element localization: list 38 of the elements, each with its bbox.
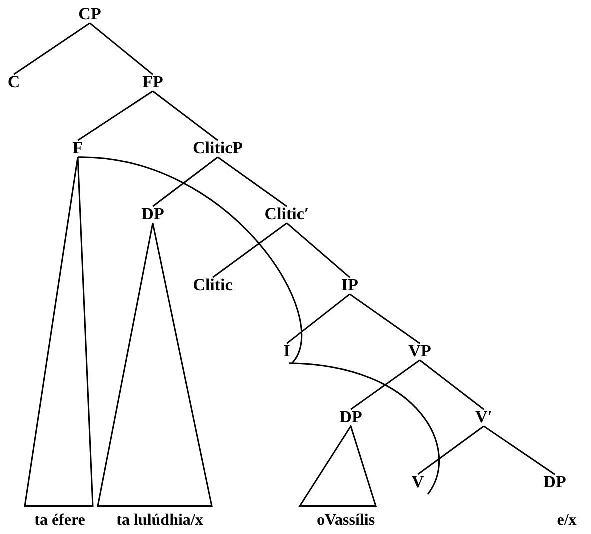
- triangle-outline: [24, 156, 94, 507]
- branch-line: [78, 90, 154, 142]
- branch-line: [420, 360, 484, 410]
- category-label: V: [412, 474, 424, 492]
- branch-line: [350, 294, 420, 344]
- branch-line: [218, 156, 288, 208]
- triangle-outline: [298, 424, 378, 507]
- category-label: DP: [142, 206, 164, 224]
- branch-line: [14, 22, 90, 76]
- category-label: I: [284, 342, 290, 362]
- terminal-phrase: oVassílis: [316, 512, 376, 530]
- branch-line: [350, 360, 420, 410]
- branch-line: [286, 294, 350, 344]
- branch-line: [286, 222, 350, 278]
- terminal-phrase: e/x: [557, 512, 577, 530]
- terminal-phrase: ta lulúdhia/x: [116, 512, 204, 530]
- branch-line: [152, 156, 218, 208]
- category-label: CliticP: [192, 140, 244, 158]
- category-label: Clitic: [193, 276, 233, 296]
- category-label: DP: [544, 474, 566, 492]
- category-label: DP: [340, 408, 362, 428]
- movement-curve: [78, 156, 302, 364]
- branch-line: [90, 22, 154, 76]
- category-label: VP: [408, 342, 432, 362]
- category-label: V′: [475, 408, 493, 428]
- movement-curve: [288, 362, 440, 495]
- branch-line: [152, 90, 218, 142]
- branch-line: [212, 222, 288, 278]
- category-label: F: [72, 140, 84, 158]
- terminal-phrase: ta éfere: [34, 512, 86, 530]
- category-label: C: [8, 74, 20, 92]
- category-label: CP: [78, 6, 102, 24]
- branch-line: [418, 426, 484, 476]
- triangle-outline: [97, 222, 213, 507]
- branch-line: [484, 426, 556, 476]
- category-label: Clitic′: [264, 206, 310, 224]
- category-label: IP: [342, 276, 358, 296]
- category-label: FP: [142, 74, 164, 92]
